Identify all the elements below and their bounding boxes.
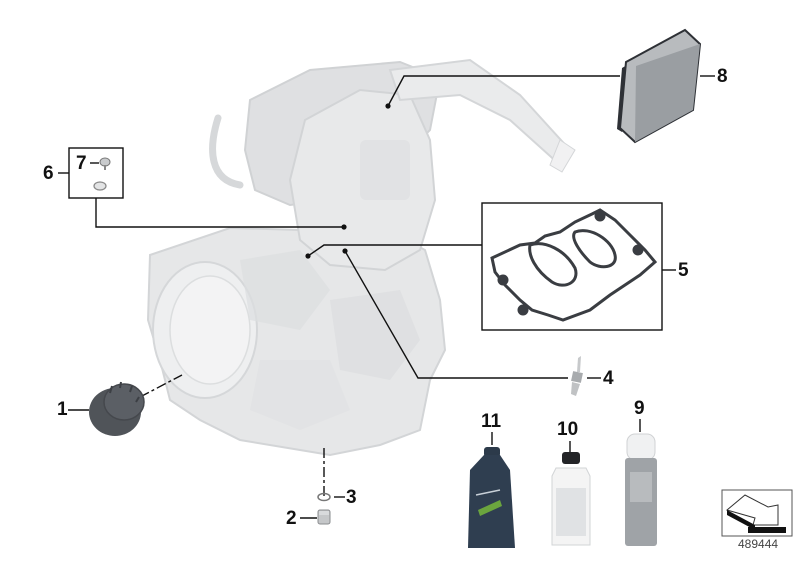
callout-10[interactable]: 10	[557, 419, 579, 440]
callout-4[interactable]: 4	[603, 368, 614, 389]
leader-lines	[58, 75, 715, 519]
spray-can-icon	[625, 433, 657, 546]
engine-illustration	[146, 58, 576, 457]
coolant-bottle-icon	[551, 452, 591, 546]
direction-arrow-icon	[721, 489, 793, 537]
callout-7[interactable]: 7	[76, 153, 87, 174]
callout-11[interactable]: 11	[481, 411, 502, 432]
leader-dots	[305, 103, 391, 259]
oil-bottle-icon	[468, 447, 515, 548]
washer-icon	[93, 181, 107, 191]
callout-2[interactable]: 2	[286, 508, 297, 529]
callout-9[interactable]: 9	[634, 398, 645, 419]
air-filter-icon	[617, 28, 702, 144]
callout-3[interactable]: 3	[346, 487, 357, 508]
group-box-6	[68, 147, 124, 199]
screw-icon	[99, 157, 111, 170]
callout-1[interactable]: 1	[57, 399, 68, 420]
callout-5[interactable]: 5	[678, 260, 689, 281]
spark-plug-icon	[571, 356, 583, 396]
callout-6[interactable]: 6	[43, 163, 54, 184]
gasket-icon	[490, 208, 658, 322]
callout-8[interactable]: 8	[717, 66, 728, 87]
oil-filter-icon	[89, 381, 145, 436]
seal-ring-icon	[317, 492, 331, 502]
group-box-5	[481, 202, 663, 331]
drain-plug-icon	[317, 509, 331, 525]
diagram-number: 489444	[738, 537, 779, 551]
